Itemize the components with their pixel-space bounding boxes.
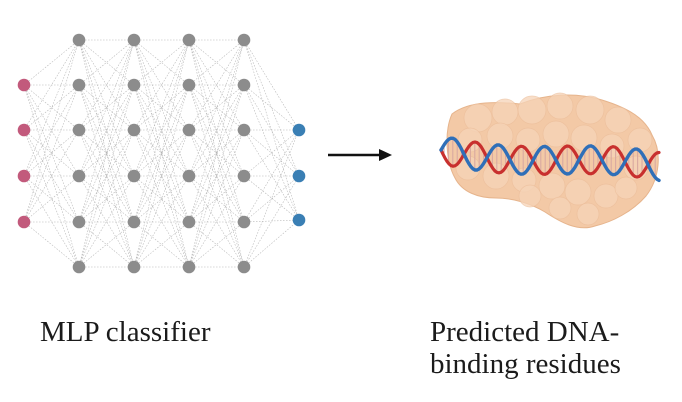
mlp-edge [243, 219, 300, 223]
mlp-edge [243, 129, 300, 221]
input-neuron [17, 215, 31, 229]
hidden-neuron [72, 33, 86, 47]
hidden-neuron [182, 169, 196, 183]
hidden-neuron [182, 78, 196, 92]
mlp-edge [188, 39, 245, 177]
mlp-edge [188, 39, 245, 131]
mlp-edge [78, 39, 135, 131]
hidden-neuron [237, 123, 251, 137]
protein-texture-bump [486, 122, 514, 150]
mlp-edge [78, 84, 135, 223]
prediction-caption-line-2: binding residues [430, 348, 621, 380]
mlp-edge [188, 84, 245, 223]
mlp-edge [188, 84, 245, 223]
protein-texture-bump [491, 98, 519, 126]
protein-texture-bump [517, 95, 547, 125]
input-neuron [17, 123, 31, 137]
hidden-neuron [182, 123, 196, 137]
protein-texture-bump [564, 178, 592, 206]
mlp-edge [243, 39, 300, 177]
mlp-edge [23, 39, 80, 177]
mlp-edge [133, 129, 190, 268]
hidden-neuron [127, 123, 141, 137]
mlp-classifier-caption: MLP classifier [40, 316, 211, 348]
protein-texture-bump [627, 127, 653, 153]
mlp-edge [243, 84, 300, 221]
hidden-neuron [182, 215, 196, 229]
protein-texture-bump [546, 92, 574, 120]
dna-strand-red [439, 140, 661, 179]
protein-texture-bump [575, 95, 605, 125]
hidden-neuron [127, 215, 141, 229]
mlp-edge [23, 175, 80, 268]
hidden-neuron [182, 260, 196, 274]
hidden-neuron [72, 78, 86, 92]
mlp-edge [188, 39, 245, 131]
hidden-neuron [237, 260, 251, 274]
mlp-edge [23, 129, 80, 268]
input-neuron [17, 169, 31, 183]
hidden-neuron [72, 169, 86, 183]
protein-dna-illustration [439, 92, 661, 229]
protein-texture-bump [518, 184, 542, 208]
protein-texture-bump [604, 106, 632, 134]
output-neuron [292, 169, 306, 183]
hidden-neuron [127, 169, 141, 183]
prediction-caption-line-1: Predicted DNA- [430, 316, 620, 348]
mlp-edge [78, 84, 135, 223]
protein-texture-bump [576, 202, 600, 226]
mlp-edge [133, 39, 190, 131]
mlp-edge [133, 39, 190, 177]
hidden-neuron [127, 78, 141, 92]
hidden-neuron [72, 260, 86, 274]
mlp-edge [23, 84, 80, 223]
mlp-edge [133, 39, 190, 131]
hidden-neuron [72, 215, 86, 229]
input-neuron [17, 78, 31, 92]
mlp-edge [23, 84, 80, 223]
mlp-edge [78, 129, 135, 268]
output-neuron [292, 123, 306, 137]
mlp-edge [23, 39, 80, 131]
mlp-edge [23, 221, 80, 268]
mlp-edge [133, 84, 190, 223]
protein-texture-bump [538, 172, 566, 200]
protein-texture-bump [548, 196, 572, 220]
hidden-neuron [127, 260, 141, 274]
protein-texture-bump [614, 176, 638, 200]
hidden-neuron [237, 33, 251, 47]
mlp-edge [188, 129, 245, 268]
hidden-neuron [182, 33, 196, 47]
hidden-neuron [127, 33, 141, 47]
hidden-neuron [237, 78, 251, 92]
mlp-edge [243, 129, 300, 268]
mlp-network [17, 33, 306, 274]
mlp-nodes [17, 33, 306, 274]
mlp-edge [133, 84, 190, 223]
dna-helix [439, 136, 661, 183]
mlp-edge [243, 39, 300, 131]
mlp-edge [243, 175, 300, 268]
output-neuron [292, 213, 306, 227]
prediction-caption: Predicted DNA- binding residues [430, 316, 621, 380]
mlp-edge [23, 39, 80, 86]
mlp-edge [78, 39, 135, 177]
protein-texture-bump [593, 183, 619, 209]
hidden-neuron [72, 123, 86, 137]
protein-texture-bump [542, 120, 570, 148]
mlp-edges [23, 39, 300, 268]
dna-strand-blue [439, 136, 661, 183]
hidden-neuron [237, 215, 251, 229]
mlp-edge [23, 39, 80, 223]
mlp-edge [243, 219, 300, 268]
hidden-neuron [237, 169, 251, 183]
mlp-edge [78, 39, 135, 131]
right-arrow-icon [328, 149, 392, 161]
